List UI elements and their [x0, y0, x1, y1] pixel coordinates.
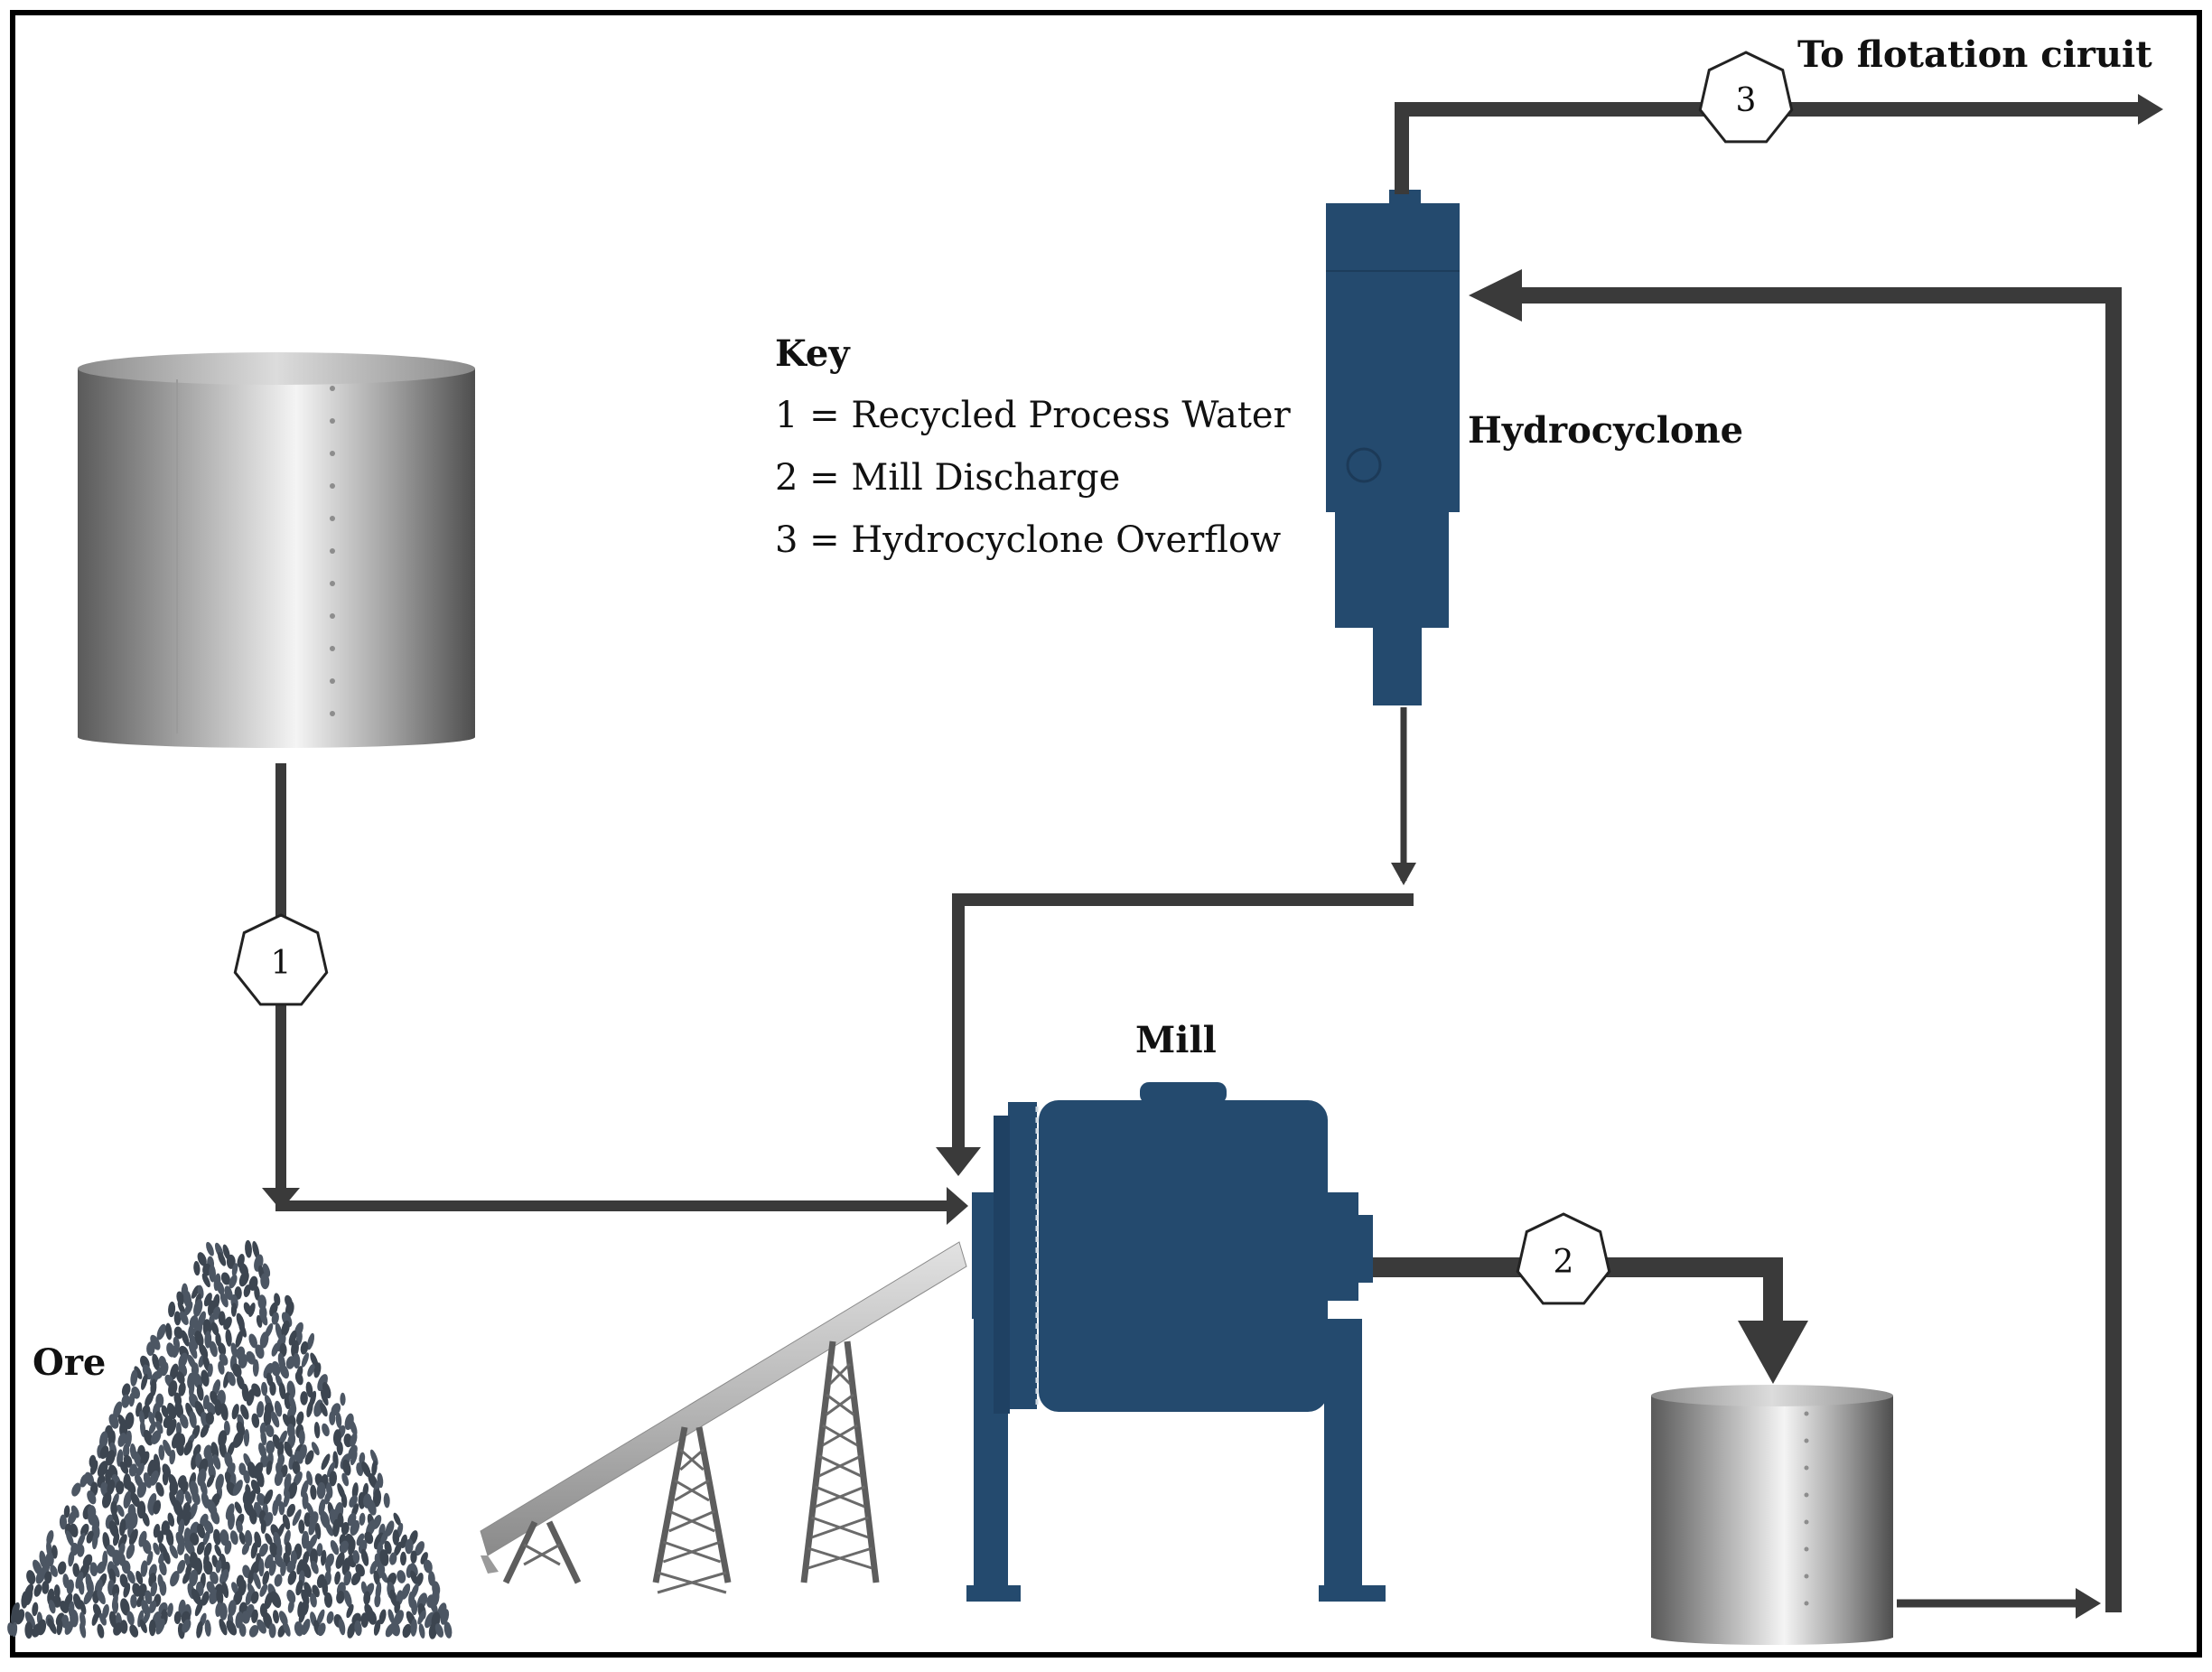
pipe-recycle: [952, 893, 1414, 1154]
pipe-mill-discharge: [1373, 1257, 1783, 1330]
pipes: [262, 94, 2163, 1619]
stream-marker-3: 3: [1698, 51, 1794, 144]
key-legend: Key 1 = Recycled Process Water 2 = Mill …: [775, 332, 1292, 561]
mill-label: Mill: [1135, 1019, 1217, 1061]
hydrocyclone-label: Hydrocyclone: [1468, 409, 1743, 452]
diagram-frame: [10, 10, 2202, 1658]
flotation-label: To flotation ciruit: [1797, 33, 2152, 76]
stream-marker-2: 2: [1516, 1212, 1611, 1305]
conveyor: [480, 1241, 967, 1594]
arrow-tank-out: [2076, 1588, 2101, 1619]
water-tank: [78, 352, 475, 748]
arrow-flotation: [2138, 94, 2163, 125]
arrow-cyclone-feed: [1469, 269, 1522, 322]
key-title: Key: [775, 332, 851, 375]
pipe-overflow: [1395, 102, 2141, 194]
arrow-underflow-down: [1391, 863, 1416, 885]
arrow-mill-feed: [947, 1187, 968, 1225]
key-item: 2 = Mill Discharge: [775, 457, 1120, 499]
pipe-water-feed: [275, 763, 948, 1211]
ore-pile: [7, 1239, 453, 1639]
stream-number: 3: [1736, 82, 1757, 119]
arrow-recycle-down: [936, 1147, 981, 1176]
arrow-water-down: [262, 1188, 300, 1210]
stream-marker-1: 1: [233, 913, 329, 1006]
pipe-riser: [1517, 287, 2122, 1612]
key-item: 3 = Hydrocyclone Overflow: [775, 519, 1281, 561]
arrow-discharge-down: [1738, 1321, 1808, 1384]
storage-tank: [1651, 1385, 1893, 1645]
key-item: 1 = Recycled Process Water: [775, 395, 1292, 436]
ore-label: Ore: [33, 1341, 106, 1384]
hydrocyclone: [1326, 190, 1460, 705]
mill: [966, 1082, 1386, 1602]
stream-number: 2: [1554, 1244, 1574, 1281]
stream-number: 1: [271, 945, 292, 982]
